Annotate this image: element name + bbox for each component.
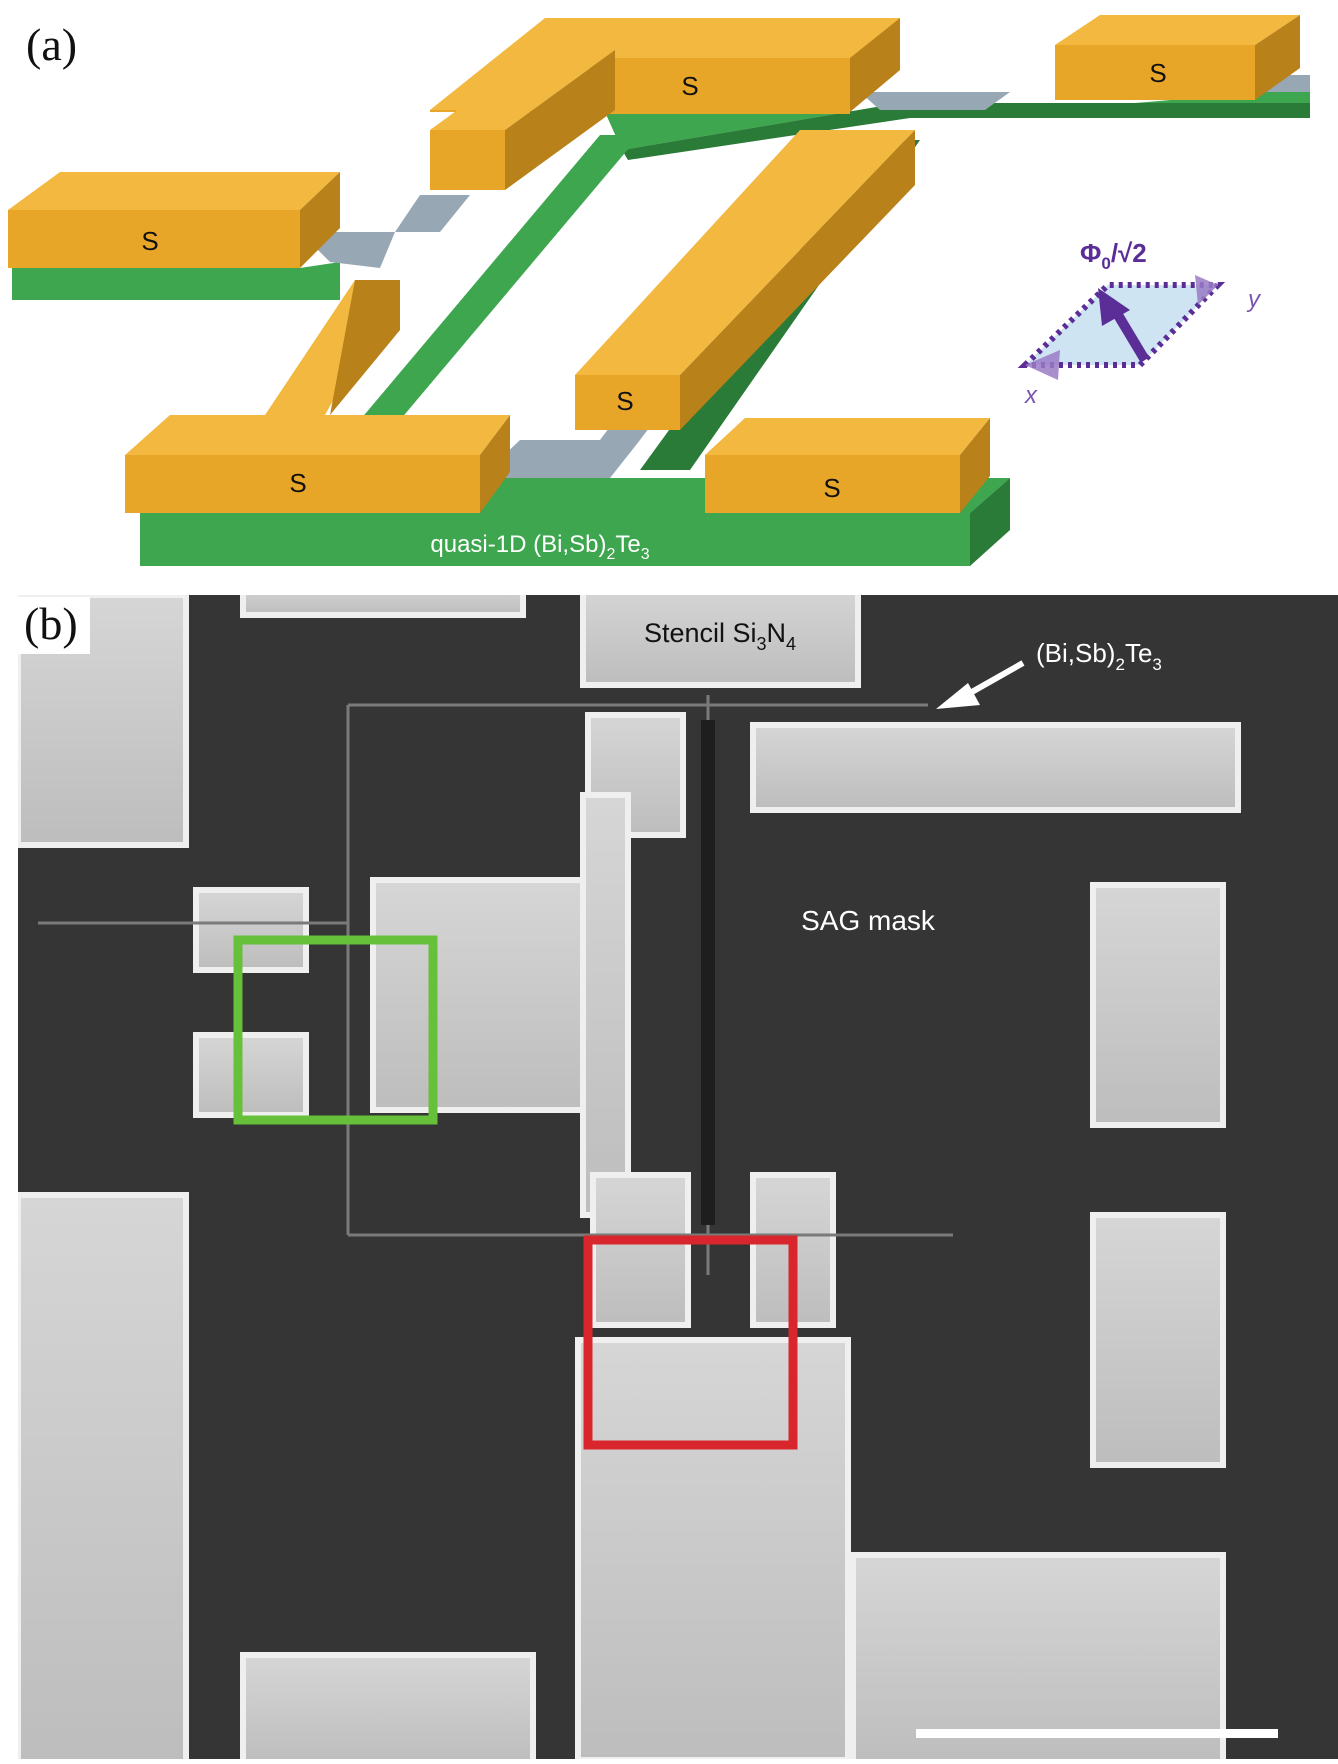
pad-lower-center [590, 1172, 691, 1328]
pad-label-5: S [289, 468, 306, 498]
axis-y-label: y [1246, 286, 1262, 313]
film-side-front [970, 478, 1010, 566]
axis-x-label: x [1024, 382, 1038, 409]
pad-diag-side [680, 130, 915, 430]
pad-bottom-center [575, 1337, 851, 1763]
pad-label-4: S [616, 386, 633, 416]
pad-bl-top [125, 415, 510, 455]
channel-top [860, 92, 1010, 110]
pad-upper-right-bar [750, 722, 1241, 813]
pad-br-front [705, 455, 960, 513]
panel-b-sem-image: Stencil Si3N4 (Bi,Sb)2Te3 SAG mask (b) [15, 582, 1338, 1764]
pad-bottom-right [850, 1552, 1226, 1764]
pad-tr-front [1055, 45, 1255, 100]
pad-top-left-side [505, 50, 615, 190]
film-front [140, 513, 970, 566]
stencil-label: Stencil Si3N4 [644, 618, 796, 654]
pad-bottom-left [240, 1652, 536, 1764]
stencil-pads [15, 582, 1241, 1764]
pad-label-1: S [681, 71, 698, 101]
pad-top-side [850, 18, 900, 112]
pad-left-side [300, 172, 340, 268]
red-highlight-box [583, 1235, 798, 1450]
pad-center-col [580, 792, 631, 1218]
y-axis-arrowhead [1195, 275, 1218, 305]
pad-br-top [705, 418, 990, 455]
pad-label-3: S [141, 226, 158, 256]
pad-left-front [8, 210, 300, 268]
pad-bl-front [125, 455, 480, 513]
film-top-left [12, 262, 340, 300]
panel-b-label: (b) [18, 597, 90, 654]
junction-vertical [701, 720, 715, 1225]
pad-top-top [430, 18, 900, 110]
panel-a-label: (a) [20, 18, 84, 71]
panel-a-schematic: S S S S S S quasi-1D (Bi,Sb)2Te3 Φ0/√2 x… [0, 0, 1338, 590]
pad-top-left-front [430, 130, 505, 190]
green-highlight-box [233, 935, 438, 1125]
pad-left-top [8, 172, 340, 210]
x-axis-arrowhead [1025, 350, 1060, 380]
pad-stencil-top [580, 582, 861, 688]
pad-label-6: S [823, 473, 840, 503]
channel-left-2 [395, 195, 470, 232]
film-side-back [622, 103, 1310, 160]
pad-bl-side [480, 415, 510, 513]
flux-label: Φ0/√2 [1080, 238, 1147, 273]
pad-left-lower-large [15, 1192, 189, 1764]
pad-diag-front [575, 375, 680, 430]
film-label: quasi-1D (Bi,Sb)2Te3 [430, 531, 649, 563]
flux-inset: Φ0/√2 x y [1017, 238, 1262, 409]
pad-small-lower [193, 1032, 309, 1118]
sem-micrograph: Stencil Si3N4 (Bi,Sb)2Te3 SAG mask [15, 582, 1338, 1764]
pad-right-upper [1090, 882, 1226, 1128]
pad-bl-diag-side [330, 280, 400, 415]
film-diagonal [360, 135, 640, 420]
pad-right-lower [1090, 1212, 1226, 1468]
pad-tr-side [1255, 15, 1300, 100]
device-schematic: S S S S S S quasi-1D (Bi,Sb)2Te3 Φ0/√2 x… [8, 15, 1310, 566]
material-label: (Bi,Sb)2Te3 [1036, 638, 1162, 674]
scale-bar [916, 1729, 1278, 1738]
pad-diag-top [575, 130, 915, 375]
flux-arrow-head [1098, 288, 1130, 326]
pad-tr-top [1055, 15, 1300, 45]
pad-label-2: S [1149, 58, 1166, 88]
pad-small-upper [193, 887, 309, 973]
pad-br-side [960, 418, 990, 513]
flux-arrow-shaft [1110, 307, 1150, 363]
pad-top-left-top [430, 50, 615, 130]
pad-top-strip [240, 582, 526, 618]
material-arrow [936, 660, 1025, 709]
pad-top-box [610, 58, 850, 114]
channel-bottom [480, 440, 640, 478]
sag-mask-label: SAG mask [801, 905, 936, 936]
